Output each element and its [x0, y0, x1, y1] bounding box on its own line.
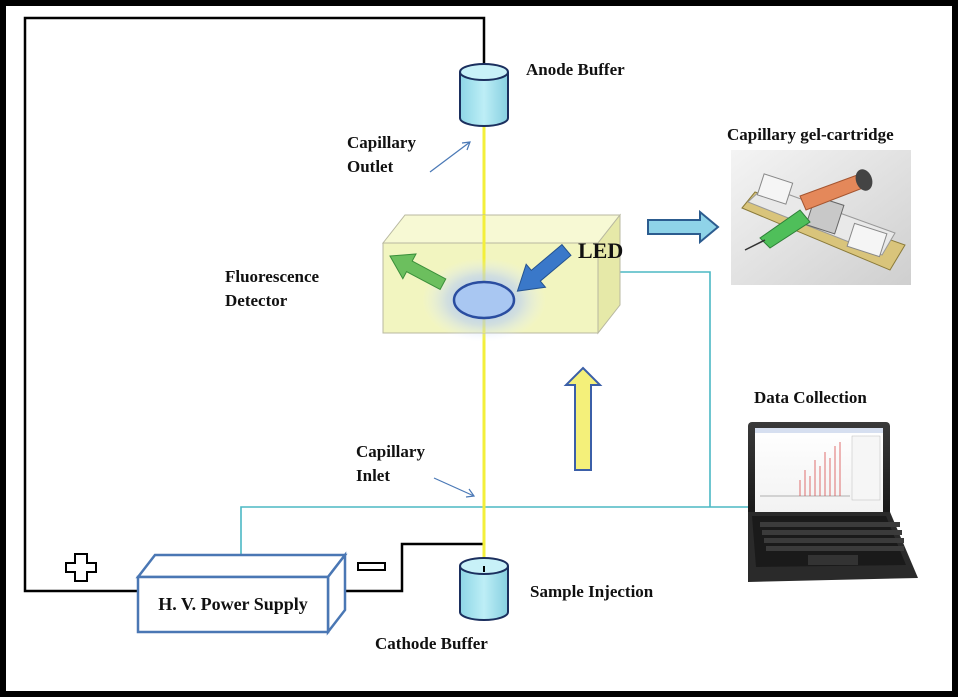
- outlet-pointer: [429, 141, 471, 173]
- fluorescence-detector-label-line1: Fluorescence: [225, 267, 320, 286]
- signal-wire-bottom: [240, 506, 748, 556]
- fluorescence-detector-box: [381, 213, 622, 342]
- anode-buffer-label: Anode Buffer: [526, 60, 625, 79]
- data-flow-arrow: [647, 209, 720, 245]
- capillary-outlet-label-line2: Outlet: [347, 157, 394, 176]
- anode-buffer-vial: [459, 63, 509, 127]
- detection-window: [452, 280, 516, 320]
- signal-wire-detector: [600, 271, 711, 507]
- gel-cartridge-label: Capillary gel-cartridge: [727, 125, 894, 144]
- inlet-pointer: [433, 477, 475, 497]
- hv-power-supply-box: [135, 551, 348, 636]
- emission-arrow: [389, 253, 447, 291]
- sample-injection-label: Sample Injection: [530, 582, 654, 601]
- hv-power-supply-label: H. V. Power Supply: [158, 594, 308, 614]
- anode-hv-wire: [23, 16, 486, 593]
- plus-sign-icon: [65, 553, 97, 582]
- capillary-inlet-label-line2: Inlet: [356, 466, 390, 485]
- led-label: LED: [578, 238, 623, 263]
- minus-sign-icon: [357, 562, 386, 571]
- light-path-arrow: [563, 366, 603, 471]
- cathode-buffer-label: Cathode Buffer: [375, 634, 488, 653]
- capillary-inlet-label-line1: Capillary: [356, 442, 425, 461]
- cathode-buffer-vial: [459, 557, 509, 621]
- fluorescence-detector-label-line2: Detector: [225, 291, 288, 310]
- excitation-arrow: [516, 243, 572, 292]
- data-collection-label: Data Collection: [754, 388, 867, 407]
- gel-cartridge-image: [731, 150, 911, 285]
- laptop-image: [748, 422, 918, 582]
- capillary-outlet-label-line1: Capillary: [347, 133, 416, 152]
